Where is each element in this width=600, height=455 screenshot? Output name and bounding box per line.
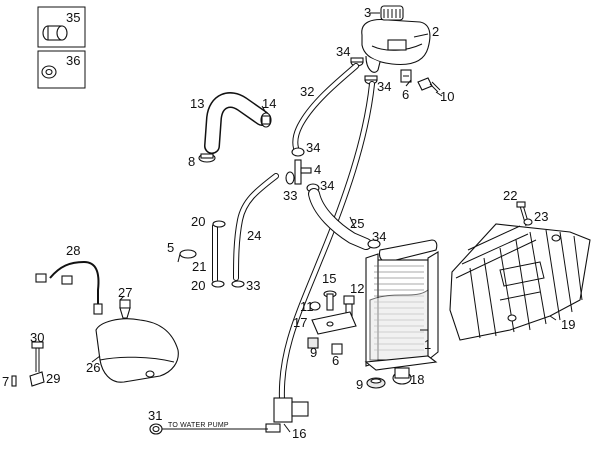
part-number-13: 13 <box>190 96 204 111</box>
hose-clamp-34-upper <box>291 147 305 157</box>
part-number-28: 28 <box>66 243 80 258</box>
radiator <box>364 239 439 371</box>
part-number-34-t-lower: 34 <box>320 178 334 193</box>
hose-32 <box>292 63 359 151</box>
part-number-35: 35 <box>66 10 80 25</box>
part-number-31: 31 <box>148 408 162 423</box>
part-number-7: 7 <box>2 374 9 389</box>
part-number-20-top: 20 <box>191 214 205 229</box>
clip-5 <box>177 249 197 263</box>
part-number-10: 10 <box>440 89 454 104</box>
tank-bolt <box>417 77 441 93</box>
hose-clamp-33-bottom <box>231 280 245 288</box>
part-number-3: 3 <box>364 5 371 20</box>
tank-cap <box>380 5 404 21</box>
part-number-30: 30 <box>30 330 44 345</box>
part-number-6-top: 6 <box>402 87 409 102</box>
part-number-labels: 1 2 3 4 5 6 6 7 8 9 9 10 11 12 13 14 15 … <box>2 5 575 441</box>
part-number-33-upper: 33 <box>283 188 297 203</box>
bolt-12 <box>343 295 355 319</box>
long-hose-to-pump <box>278 81 375 403</box>
t-fitting <box>294 159 312 185</box>
part-number-34-tank-left: 34 <box>336 44 350 59</box>
part-number-36: 36 <box>66 53 80 68</box>
part-number-9-bottom: 9 <box>356 377 363 392</box>
water-pump-note: TO WATER PUMP <box>168 422 229 429</box>
part-number-17: 17 <box>293 315 307 330</box>
part-number-6-bottom: 6 <box>332 353 339 368</box>
washer-29 <box>29 371 45 387</box>
part-number-14: 14 <box>262 96 276 111</box>
part-number-16: 16 <box>292 426 306 441</box>
part-number-5: 5 <box>167 240 174 255</box>
legend-box-36: 36 <box>37 50 86 89</box>
part-number-4: 4 <box>314 162 321 177</box>
part-number-18: 18 <box>410 372 424 387</box>
hose-clamp-33 <box>285 171 295 185</box>
hose-clamp-31 <box>149 423 163 435</box>
hose-clamp-8 <box>198 153 216 163</box>
cover-26 <box>95 318 179 383</box>
part-number-21: 21 <box>192 259 206 274</box>
hose-13 <box>204 92 270 154</box>
drain-screw-30 <box>31 341 44 372</box>
part-number-2: 2 <box>432 24 439 39</box>
nut-6-bottom <box>331 343 343 355</box>
part-number-33-lower: 33 <box>246 278 260 293</box>
part-number-23: 23 <box>534 209 548 224</box>
expansion-tank <box>361 18 431 73</box>
t-fitting-16 <box>265 397 309 433</box>
hose-25 <box>308 188 372 250</box>
part-number-32: 32 <box>300 84 314 99</box>
temperature-sensor-27 <box>119 299 131 319</box>
part-number-1: 1 <box>424 337 431 352</box>
part-number-34-t-upper: 34 <box>306 140 320 155</box>
part-number-27: 27 <box>118 285 132 300</box>
hose-clamp-14 <box>260 112 272 128</box>
part-number-25: 25 <box>350 216 364 231</box>
part-number-34-radiator: 34 <box>372 229 386 244</box>
hose-24 <box>233 173 279 281</box>
hose-clamp-20-top <box>212 220 226 228</box>
bolt-15 <box>323 290 337 311</box>
grommet-9-left <box>307 337 319 349</box>
tank-bracket <box>400 69 412 83</box>
hose-clamp-20-bottom <box>211 280 225 288</box>
legend-box-35: 35 <box>37 6 86 48</box>
part-number-9-left: 9 <box>310 345 317 360</box>
hose-clamp-34-radiator <box>367 239 381 249</box>
part-number-12: 12 <box>350 281 364 296</box>
radiator-cap-18 <box>392 367 412 385</box>
part-number-22: 22 <box>503 188 517 203</box>
grommet-9-bottom <box>366 377 386 389</box>
part-number-24: 24 <box>247 228 261 243</box>
part-number-19: 19 <box>561 317 575 332</box>
part-number-29: 29 <box>46 371 60 386</box>
part-number-8: 8 <box>188 154 195 169</box>
radiator-guard <box>449 223 591 341</box>
nut-23 <box>523 218 533 226</box>
part-number-20-bottom: 20 <box>191 278 205 293</box>
sensor-cable <box>35 260 103 315</box>
part-number-15: 15 <box>322 271 336 286</box>
part-number-11: 11 <box>300 299 314 314</box>
bracket-17 <box>311 311 357 335</box>
part-number-26: 26 <box>86 360 100 375</box>
leader-lines <box>91 12 557 433</box>
part-number-34-tank-bottom: 34 <box>377 79 391 94</box>
screw-7 <box>11 375 17 387</box>
washer-11 <box>309 301 321 311</box>
